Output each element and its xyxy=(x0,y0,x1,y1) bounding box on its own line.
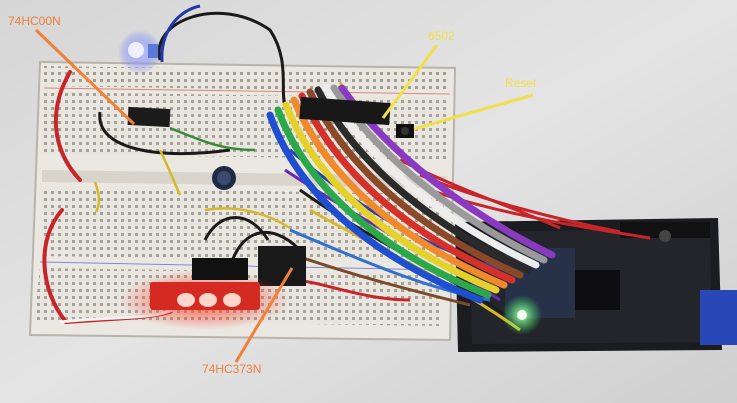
blue-wire-top xyxy=(160,4,201,63)
chip-6502 xyxy=(299,96,391,126)
label-6502: 6502 xyxy=(428,29,455,43)
label-reset: Reset xyxy=(505,76,537,90)
blue-led xyxy=(118,30,162,74)
capacitor xyxy=(212,166,236,190)
green-led xyxy=(502,295,542,335)
label-74hc373n: 74HC373N xyxy=(202,362,261,376)
arrow-reset xyxy=(413,93,534,131)
dark-wires xyxy=(98,11,302,269)
green-wire xyxy=(169,126,256,152)
arrow-74hc373n xyxy=(234,267,294,363)
arrow-74hc00n xyxy=(34,28,136,126)
label-74hc00n: 74HC00N xyxy=(8,14,61,28)
arrow-6502 xyxy=(381,44,439,119)
chip-74hc00n xyxy=(127,106,171,128)
